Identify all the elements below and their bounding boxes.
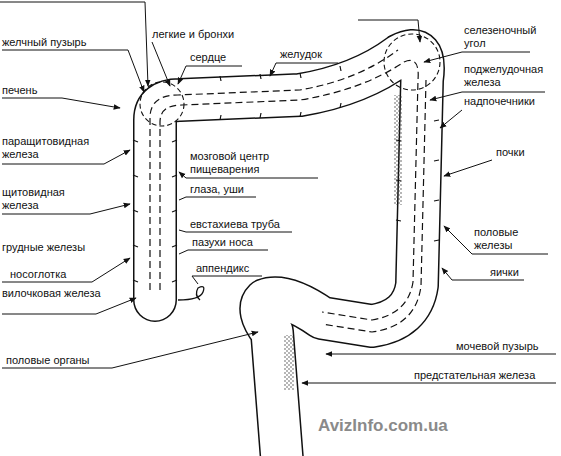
organ-label: легкие и бронхи xyxy=(152,28,234,41)
organ-label: глаза, уши xyxy=(190,183,244,196)
organ-label: поджелудочная железа xyxy=(464,63,554,89)
organ-label: половые органы xyxy=(6,354,90,367)
organ-label: носоглотка xyxy=(10,268,66,281)
organ-label: евстахиева труба xyxy=(190,218,280,231)
colon-tube xyxy=(133,34,440,456)
organ-label: аппендикс xyxy=(196,262,249,275)
organ-label: вилочковая железа xyxy=(2,287,102,300)
organ-label: мочевой пузырь xyxy=(456,340,539,353)
organ-label: желчный пузырь xyxy=(2,36,86,49)
organ-label: предстательная железа xyxy=(414,369,535,382)
organ-label: мозговой центр пищеварения xyxy=(190,150,320,176)
watermark: AvizInfo.com.ua xyxy=(318,416,448,436)
organ-label: печень xyxy=(2,84,37,97)
organ-label: почки xyxy=(496,146,525,159)
organ-label: пазухи носа xyxy=(192,236,253,249)
organ-label: сердце xyxy=(190,51,226,64)
organ-label: половые железы xyxy=(474,226,548,252)
organ-label: грудные железы xyxy=(2,241,92,254)
organ-label: желудок xyxy=(280,48,322,61)
organ-label: надпочечники xyxy=(464,95,535,108)
leader-lines xyxy=(0,2,556,383)
organ-label: щитовидная железа xyxy=(2,186,92,212)
organ-label: селезеночный угол xyxy=(464,24,546,50)
organ-label: яички xyxy=(490,266,519,279)
organ-label: паращитовидная железа xyxy=(2,135,102,161)
